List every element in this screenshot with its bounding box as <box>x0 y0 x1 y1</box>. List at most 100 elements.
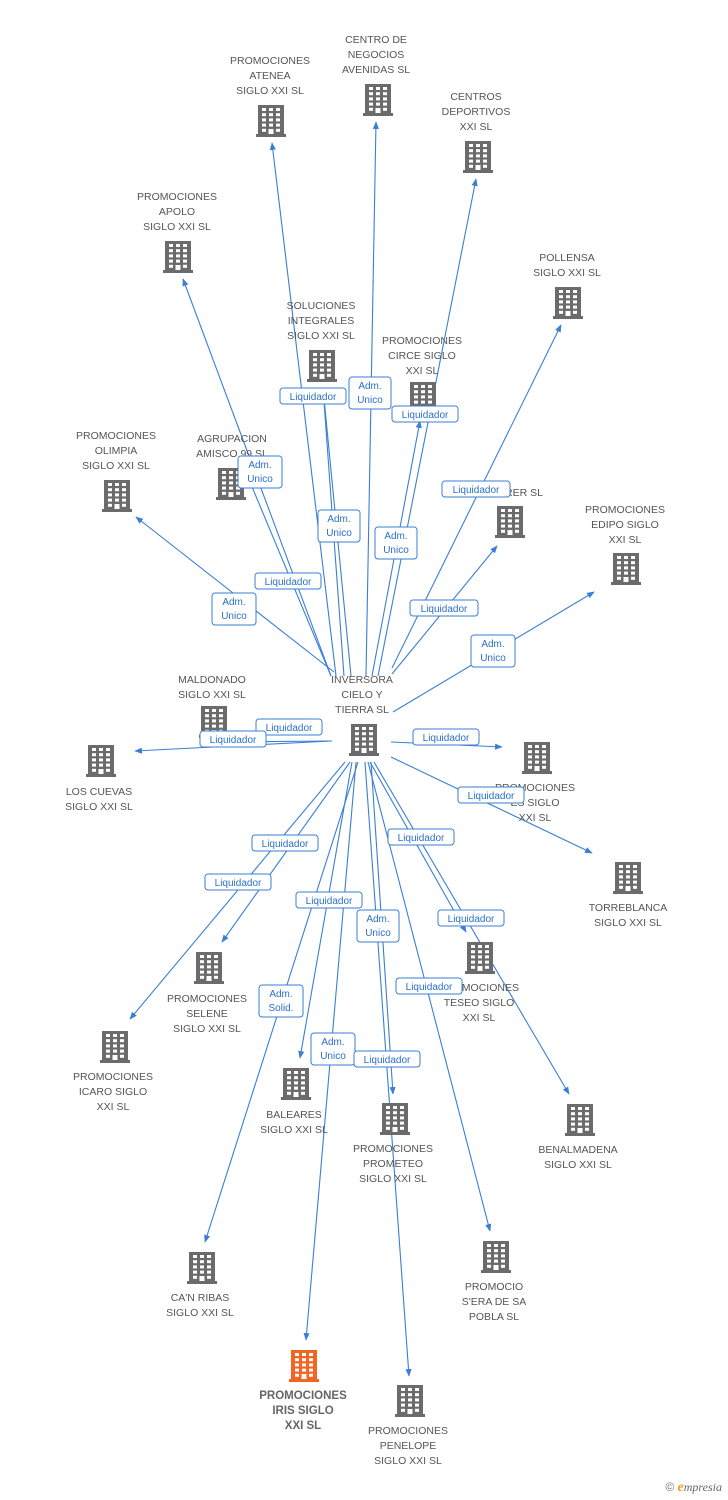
building-icon <box>495 506 525 538</box>
svg-text:Liquidador: Liquidador <box>210 735 257 746</box>
edge-label-torreblanca: Liquidador <box>457 786 525 804</box>
svg-text:Liquidador: Liquidador <box>423 733 470 744</box>
brand-logo-initial: e <box>677 1480 684 1495</box>
edge-label-promociones-iris: Adm.Unico <box>310 1032 356 1066</box>
edge-label-centro-de-negocios-avenidas: Adm.Unico <box>348 376 392 410</box>
building-icon <box>611 553 641 585</box>
edge-label-soluciones-integrales: Liquidador <box>279 387 347 405</box>
svg-text:Adm.Unico: Adm.Unico <box>320 1037 346 1062</box>
edge-label-promociones-teseo: Liquidador <box>437 909 505 927</box>
svg-text:Adm.Solid.: Adm.Solid. <box>268 989 293 1014</box>
svg-text:Liquidador: Liquidador <box>468 791 515 802</box>
building-icon <box>194 952 224 984</box>
edge-label-promociones-olimpia: Adm.Unico <box>211 592 257 626</box>
svg-text:Adm.Unico: Adm.Unico <box>326 514 352 539</box>
edge-promociones-teseo <box>369 761 467 933</box>
building-icon <box>565 1104 595 1136</box>
svg-text:Adm.Unico: Adm.Unico <box>221 597 247 622</box>
edge-label-centros-deportivos: Adm.Unico <box>374 526 418 560</box>
node-label-rer-sl[interactable]: RER SL <box>505 487 543 499</box>
edge-label-promociones-prometeo: Adm.Unico <box>356 909 400 943</box>
building-icon <box>100 1031 130 1063</box>
node-rer-sl[interactable]: RER SL <box>495 487 543 538</box>
building-icon <box>553 287 583 319</box>
svg-text:Liquidador: Liquidador <box>262 839 309 850</box>
edge-promociones-penelope <box>364 761 412 1377</box>
building-icon <box>613 862 643 894</box>
svg-text:Adm.Unico: Adm.Unico <box>357 381 383 406</box>
building-icon <box>281 1068 311 1100</box>
svg-text:Liquidador: Liquidador <box>402 410 449 421</box>
building-icon <box>289 1350 319 1382</box>
svg-text:Liquidador: Liquidador <box>448 914 495 925</box>
edge-baleares <box>298 761 353 1059</box>
svg-text:Liquidador: Liquidador <box>453 485 500 496</box>
svg-text:Liquidador: Liquidador <box>406 982 453 993</box>
svg-text:Adm.Unico: Adm.Unico <box>365 914 391 939</box>
building-icon <box>522 742 552 774</box>
edge-label-promociones-edipo: Adm.Unico <box>470 634 516 668</box>
edge-label-los-cuevas: Liquidador <box>199 730 267 748</box>
svg-text:Adm.Unico: Adm.Unico <box>247 460 273 485</box>
building-icon <box>463 141 493 173</box>
building-icon <box>86 745 116 777</box>
edge-label-benalmadena: Liquidador <box>387 828 455 846</box>
edge-label-pollensa: Liquidador <box>441 480 511 498</box>
brand-watermark: © empresia <box>665 1480 722 1496</box>
building-icon <box>481 1241 511 1273</box>
edge-promociones-atenea <box>269 142 337 677</box>
building-icon <box>395 1385 425 1417</box>
svg-text:Liquidador: Liquidador <box>364 1055 411 1066</box>
building-icon <box>465 942 495 974</box>
svg-text:Liquidador: Liquidador <box>215 878 262 889</box>
building-icon <box>102 480 132 512</box>
edge-label-baleares: Liquidador <box>295 891 363 909</box>
